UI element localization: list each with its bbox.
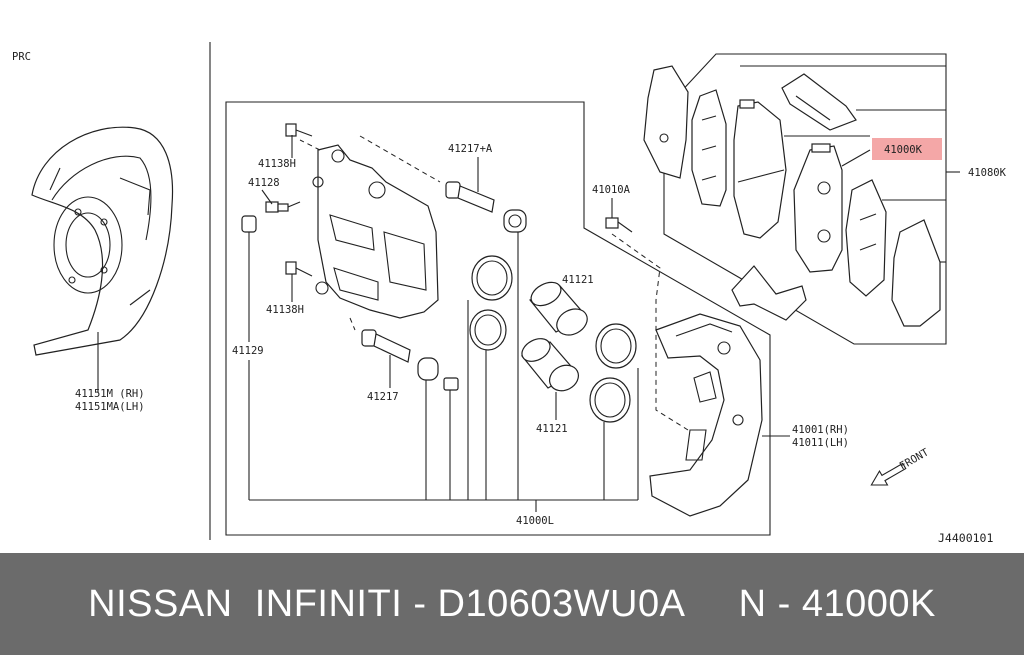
callout-41138h-top: 41138H: [258, 158, 296, 170]
pad-shim-inner: [845, 179, 887, 297]
caliper-bracket: [312, 144, 439, 319]
callout-shield-rh: 41151M (RH): [75, 388, 145, 400]
callout-shield-lh: 41151MA(LH): [75, 401, 145, 413]
splash-shield: [31, 126, 174, 356]
bleeder-cap-41129: [241, 215, 257, 233]
corner-label: PRC: [12, 51, 31, 63]
piston-top: [529, 281, 588, 336]
kit-41000l-leader: [249, 232, 639, 512]
caption-bar: NISSAN INFINITI - D10603WU0A N - 41000K: [0, 553, 1024, 655]
guide-pin-41217a: [445, 181, 495, 213]
caption-text: NISSAN INFINITI - D10603WU0A N - 41000K: [88, 582, 936, 625]
callout-41121-top: 41121: [562, 274, 594, 286]
callout-41000k-highlight: [872, 138, 942, 160]
pad-clip-bottom: [731, 265, 807, 321]
callout-41128: 41128: [248, 177, 280, 189]
callout-41000k: 41000K: [884, 144, 923, 156]
front-arrow-icon: [870, 462, 907, 486]
caliper-body: [649, 313, 763, 517]
callout-41217: 41217: [367, 391, 399, 403]
bolt-41138h-mid: [285, 261, 313, 277]
brake-pad-outer: [733, 99, 787, 239]
assembly-outline: [225, 101, 771, 536]
pad-backing-plate: [691, 89, 727, 207]
seal-ring-2: [469, 309, 507, 351]
callout-41121-bottom: 41121: [536, 423, 568, 435]
callout-caliper-lh: 41011(LH): [792, 437, 849, 449]
pin-boot-top: [503, 209, 527, 233]
front-label: FRONT: [898, 446, 932, 473]
callout-41217a: 41217+A: [448, 143, 493, 155]
callout-41129: 41129: [232, 345, 264, 357]
diagram-code: J4400101: [938, 531, 993, 545]
bleeder-screw: [443, 377, 459, 391]
parts-diagram: PRC 41151M (RH) 41151MA(LH): [12, 42, 1007, 545]
piston-bottom: [521, 338, 579, 392]
callout-41138h-mid: 41138H: [266, 304, 304, 316]
callout-41080k: 41080K: [968, 167, 1007, 179]
bolt-41138h-top: [285, 123, 313, 137]
callout-caliper-rh: 41001(RH): [792, 424, 849, 436]
seal-ring-3: [595, 323, 637, 369]
seal-ring-4: [589, 377, 631, 423]
callout-41010a: 41010A: [592, 184, 631, 196]
pin-boot-bottom: [417, 357, 439, 381]
brake-pad-inner: [793, 143, 843, 273]
guide-pin-41217: [361, 329, 411, 363]
pad-insulator: [891, 219, 941, 327]
pad-clip-top: [781, 73, 857, 131]
pad-shim-outer: [643, 65, 689, 179]
seal-ring-1: [471, 255, 513, 301]
bolt-41010a: [605, 217, 633, 233]
bolt-41128: [265, 201, 301, 213]
callout-41000l: 41000L: [516, 515, 554, 527]
